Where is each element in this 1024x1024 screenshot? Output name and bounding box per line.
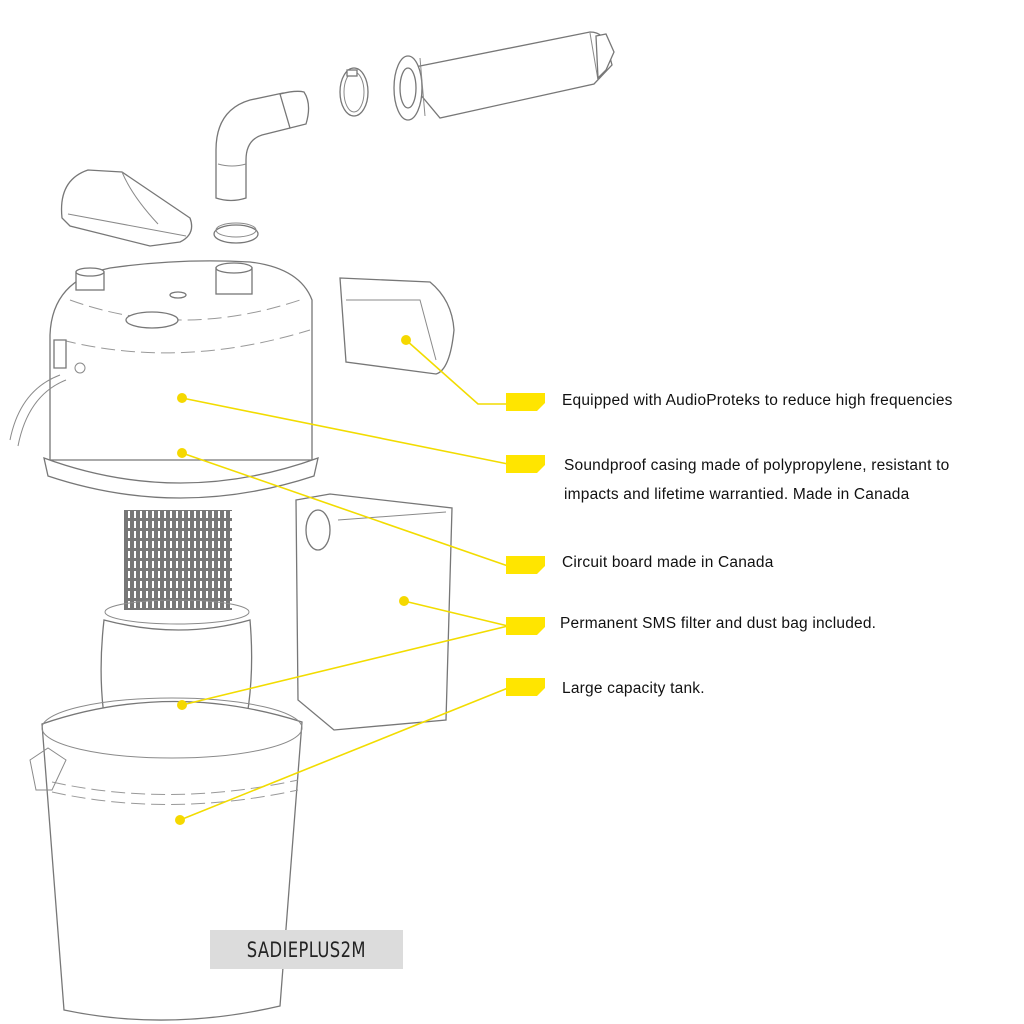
exhaust-cover-part bbox=[60, 169, 193, 247]
callout-dots bbox=[175, 335, 411, 825]
leader-filter-cartridge bbox=[181, 625, 509, 706]
yellow-tag-icon bbox=[506, 393, 545, 411]
callout-casing-line-2: impacts and lifetime warrantied. Made in… bbox=[564, 486, 910, 503]
dot-casing bbox=[177, 393, 187, 403]
callout-tags bbox=[506, 393, 545, 696]
dust-bag-part bbox=[295, 493, 453, 731]
leader-casing bbox=[181, 397, 509, 465]
leader-tank bbox=[179, 687, 509, 821]
model-badge: SADIEPLUS2M bbox=[210, 930, 403, 969]
yellow-tag-icon bbox=[506, 455, 545, 473]
leader-filter-bag bbox=[403, 600, 509, 627]
motor-casing-part bbox=[9, 260, 319, 499]
hose-clamp-upper bbox=[339, 67, 369, 117]
callout-casing-text: Soundproof casing made of polypropylene,… bbox=[564, 451, 949, 509]
hose-clamp-lower bbox=[213, 222, 259, 244]
yellow-tag-icon bbox=[506, 678, 545, 696]
yellow-tag-icon bbox=[506, 556, 545, 574]
callout-casing-line-1: Soundproof casing made of polypropylene,… bbox=[564, 457, 950, 474]
exhaust-muffler-part bbox=[393, 31, 615, 121]
leader-circuit bbox=[181, 452, 509, 567]
callout-leaders bbox=[179, 339, 509, 821]
model-name: SADIEPLUS2M bbox=[246, 937, 367, 962]
dot-bag bbox=[399, 596, 409, 606]
dot-filter bbox=[177, 700, 187, 710]
dot-circuit bbox=[177, 448, 187, 458]
side-muffler-shell-part bbox=[339, 277, 455, 375]
leader-muffler bbox=[405, 339, 508, 405]
dot-tank bbox=[175, 815, 185, 825]
dot-muffler bbox=[401, 335, 411, 345]
elbow-pipe-part bbox=[215, 90, 310, 202]
tank-part bbox=[29, 697, 303, 1021]
yellow-tag-icon bbox=[506, 617, 545, 635]
callout-circuit-text: Circuit board made in Canada bbox=[562, 554, 774, 571]
callout-muffler-text: Equipped with AudioProteks to reduce hig… bbox=[562, 392, 953, 409]
callout-filter-text: Permanent SMS filter and dust bag includ… bbox=[560, 615, 877, 632]
callout-tank-text: Large capacity tank. bbox=[562, 680, 705, 697]
